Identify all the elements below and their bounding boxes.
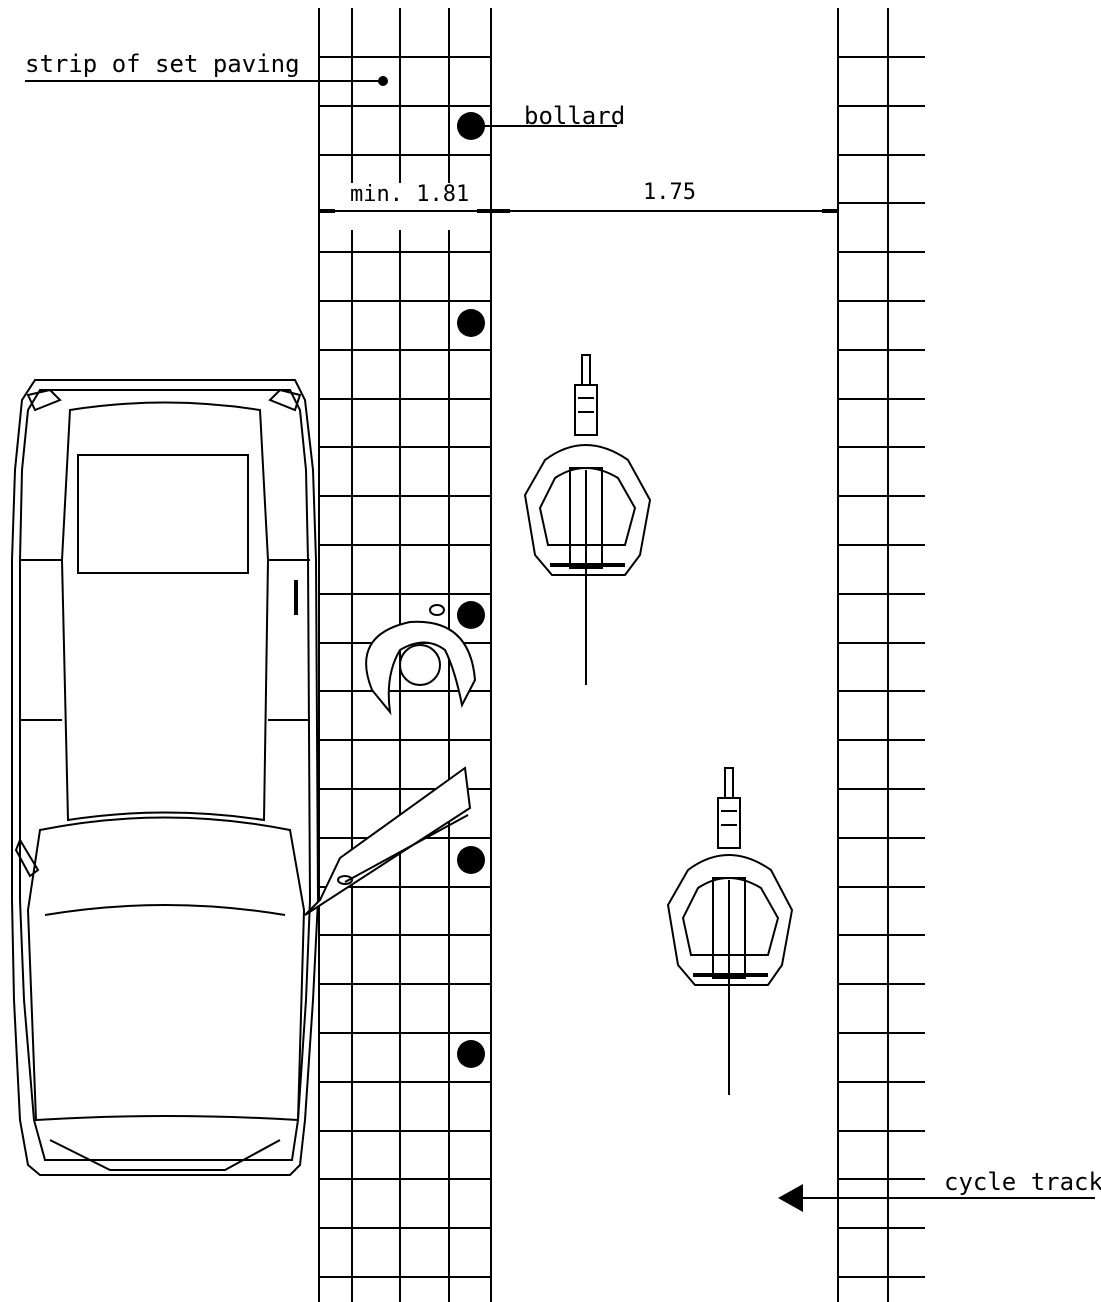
bollard-icon	[457, 846, 485, 874]
car-icon	[11, 379, 320, 1176]
bollard-icon	[457, 601, 485, 629]
cycle-track-label: cycle track	[944, 1168, 1101, 1196]
paving-width-dimension: min. 1.81	[350, 182, 469, 207]
open-car-door-icon	[304, 766, 472, 916]
paving-grid	[318, 8, 492, 1302]
cyclist-icon	[666, 767, 794, 1095]
bollards	[457, 112, 485, 1068]
bollard-icon	[457, 1040, 485, 1068]
right-edge-grid	[837, 8, 889, 1302]
right-horizontal-lines	[838, 56, 925, 1278]
paving-marker-dot	[378, 76, 388, 86]
track-width-dimension: 1.75	[643, 180, 696, 205]
bollard-icon	[457, 309, 485, 337]
bollard-icon	[457, 112, 485, 140]
pedestrian-icon	[365, 604, 477, 716]
bollard-label: bollard	[524, 102, 625, 130]
paving-label: strip of set paving	[25, 50, 300, 78]
cycle-track-arrowhead	[778, 1184, 803, 1212]
cyclist-icon	[523, 354, 652, 685]
